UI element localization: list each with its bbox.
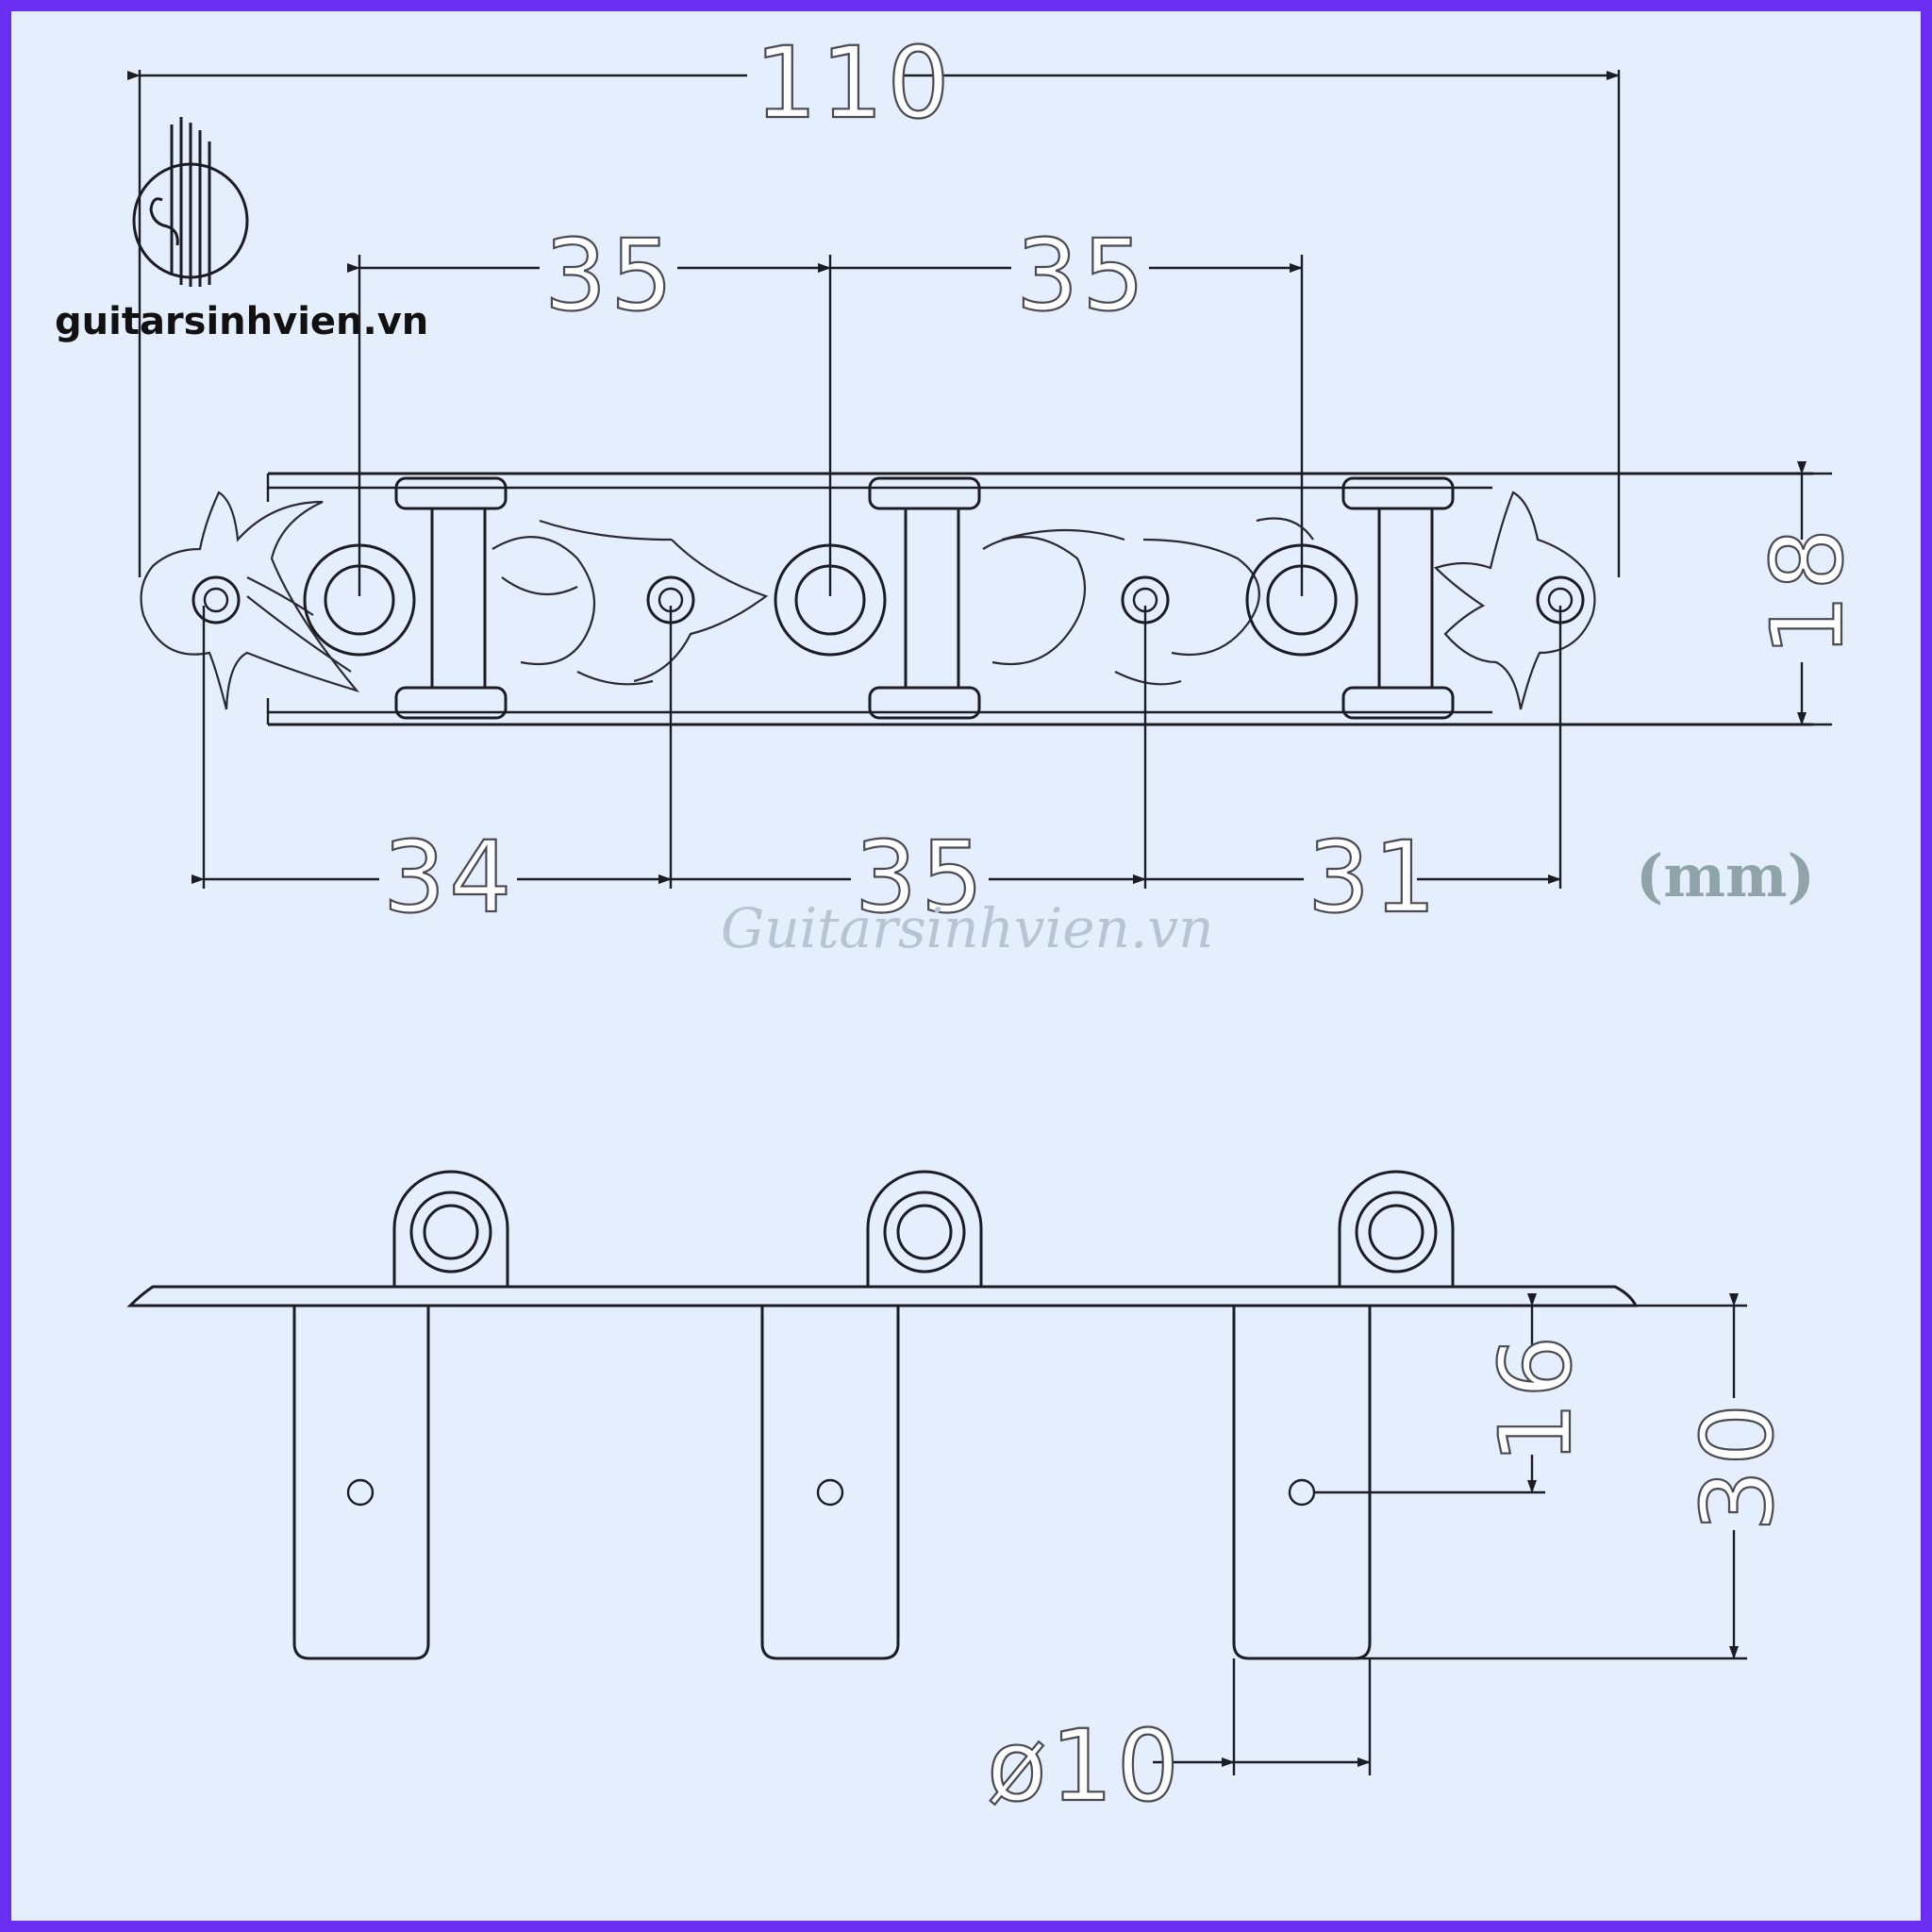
watermark-text: Guitarsinhvien.vn [721,896,1213,960]
dim-hole-spacing-left: 34 [383,820,515,935]
dim-post-spacing-2: 35 [1016,218,1148,333]
side-view [126,1170,1747,1775]
dim-post-diameter: ø10 [987,1708,1183,1824]
units-label: (mm) [1636,841,1815,910]
top-view [127,70,1832,889]
drawing-frame: guitarsinhvien.vn [11,11,1921,1921]
dim-hole-spacing-middle: 35 [855,820,987,935]
swv-monogram-icon [132,117,249,287]
technical-drawing: guitarsinhvien.vn [55,25,1866,1824]
dim-post-length: 30 [1680,1400,1795,1532]
dim-overall-width: 110 [755,25,954,141]
dim-height: 18 [1750,525,1865,657]
dim-hole-offset: 16 [1478,1332,1593,1464]
dim-post-spacing-1: 35 [544,218,676,333]
dim-hole-spacing-right: 31 [1307,820,1440,935]
logo-text: guitarsinhvien.vn [55,300,428,343]
